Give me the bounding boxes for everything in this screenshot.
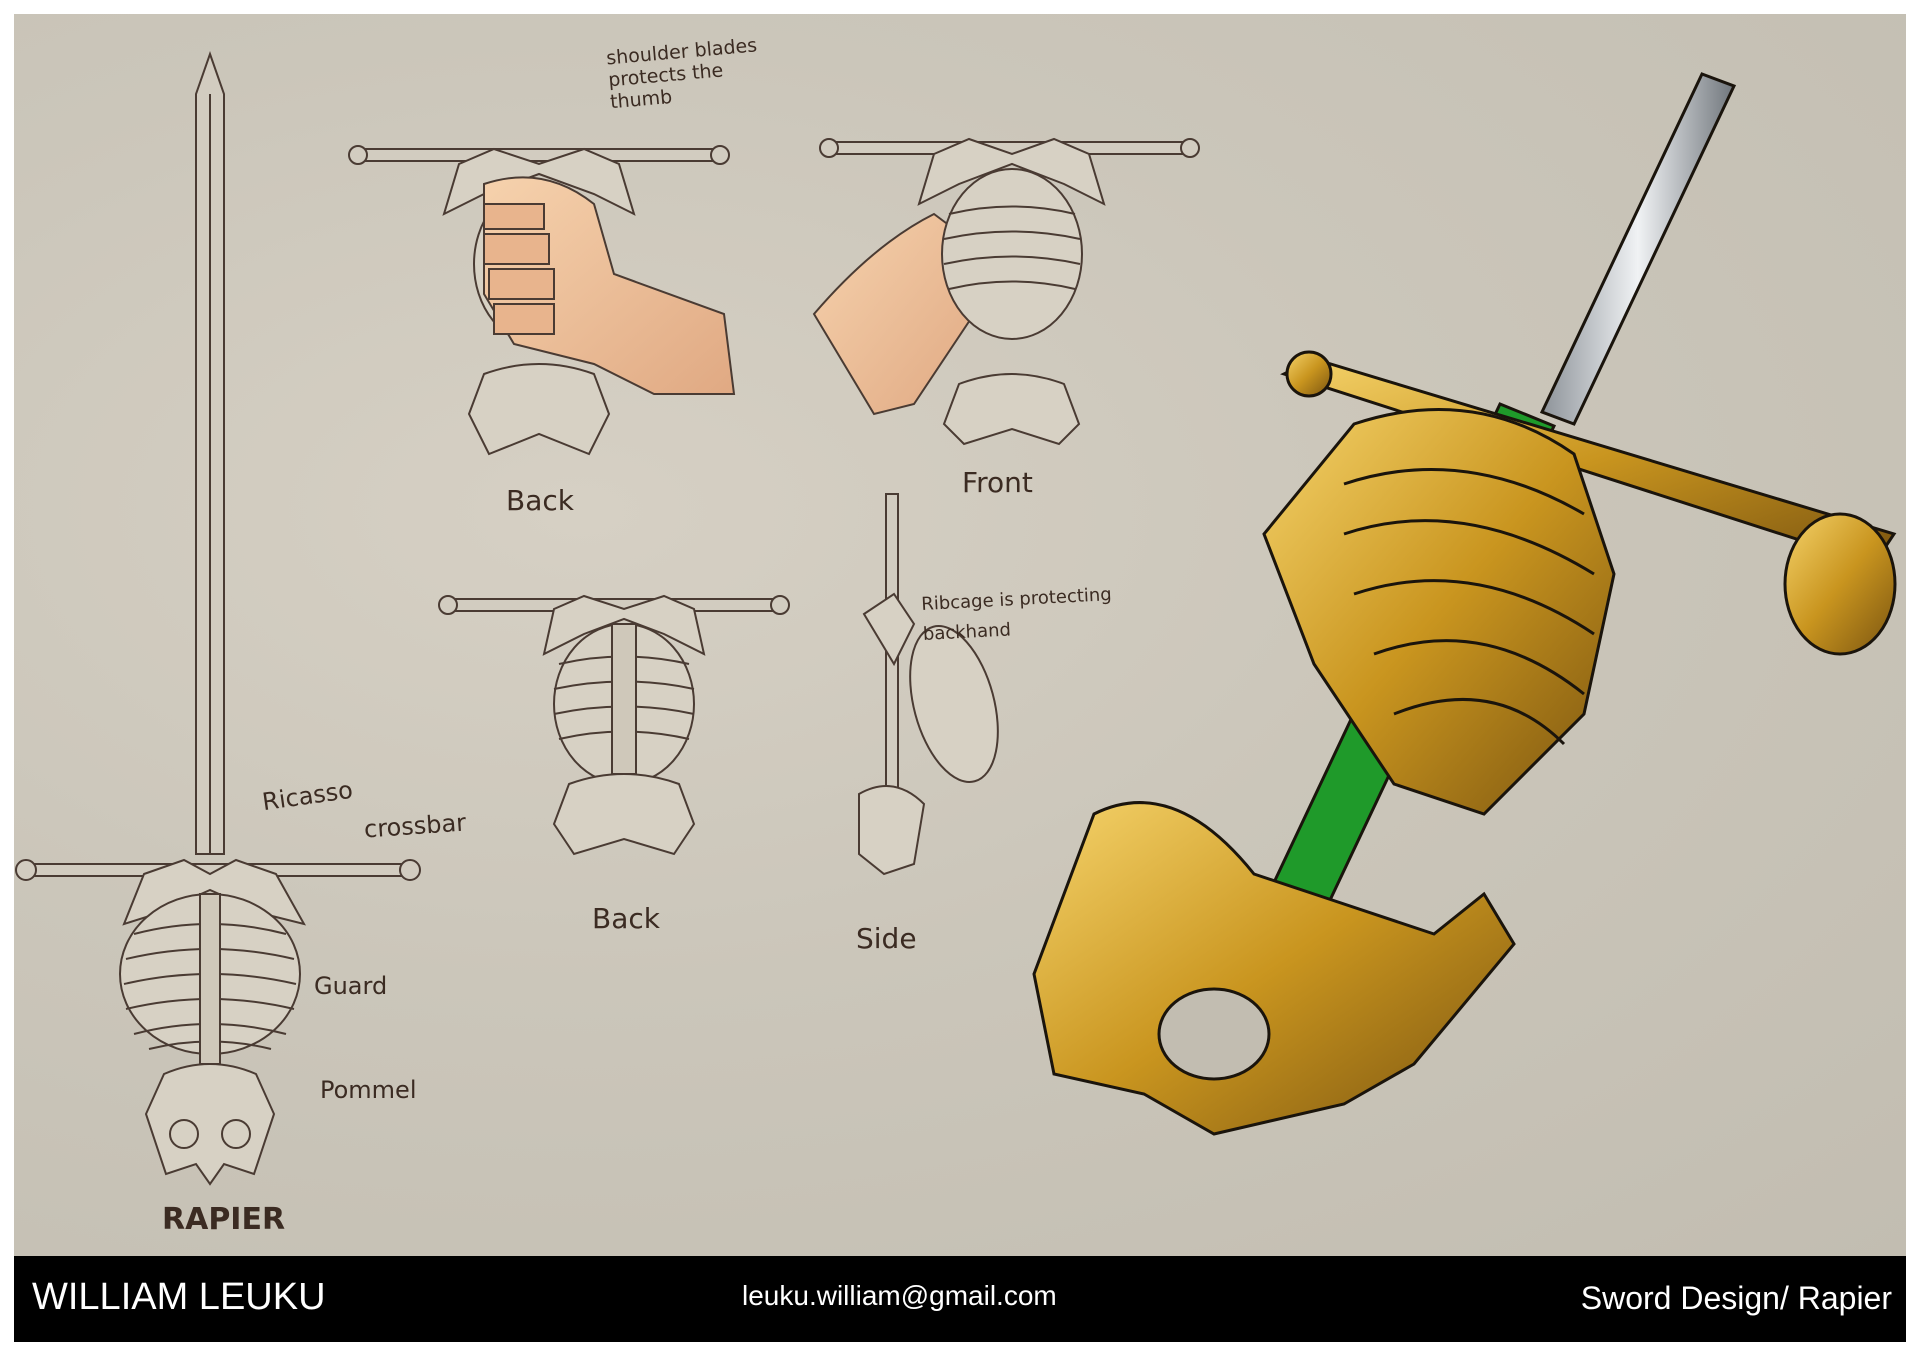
label-back-middle: Back [592,902,660,935]
artwork-canvas: shoulder blades protects the thumb Back … [14,14,1906,1256]
footer-bar: WILLIAM LEUKU leuku.william@gmail.com Sw… [14,1256,1906,1342]
label-back-top: Back [506,484,574,517]
sketch-artwork [15,50,1897,1186]
rapier-full-sketch [15,50,421,1186]
label-rapier: RAPIER [162,1202,286,1237]
front-with-hand-sketch [812,137,1200,446]
concept-sheet: shoulder blades protects the thumb Back … [14,14,1906,1342]
side-view-sketch [858,493,999,876]
label-front: Front [962,466,1033,499]
artist-name: WILLIAM LEUKU [32,1276,326,1318]
label-guard: Guard [314,972,388,1000]
sheet-title: Sword Design/ Rapier [1580,1280,1892,1316]
artist-email[interactable]: leuku.william@gmail.com [742,1280,1057,1311]
back-plain-sketch [438,594,790,856]
label-side: Side [856,922,917,955]
rendered-rapier [1032,72,1897,1136]
annotation-ribcage: Ribcage is protecting backhand [920,584,1113,645]
back-with-hand-sketch [348,145,736,456]
label-pommel: Pommel [320,1076,417,1104]
